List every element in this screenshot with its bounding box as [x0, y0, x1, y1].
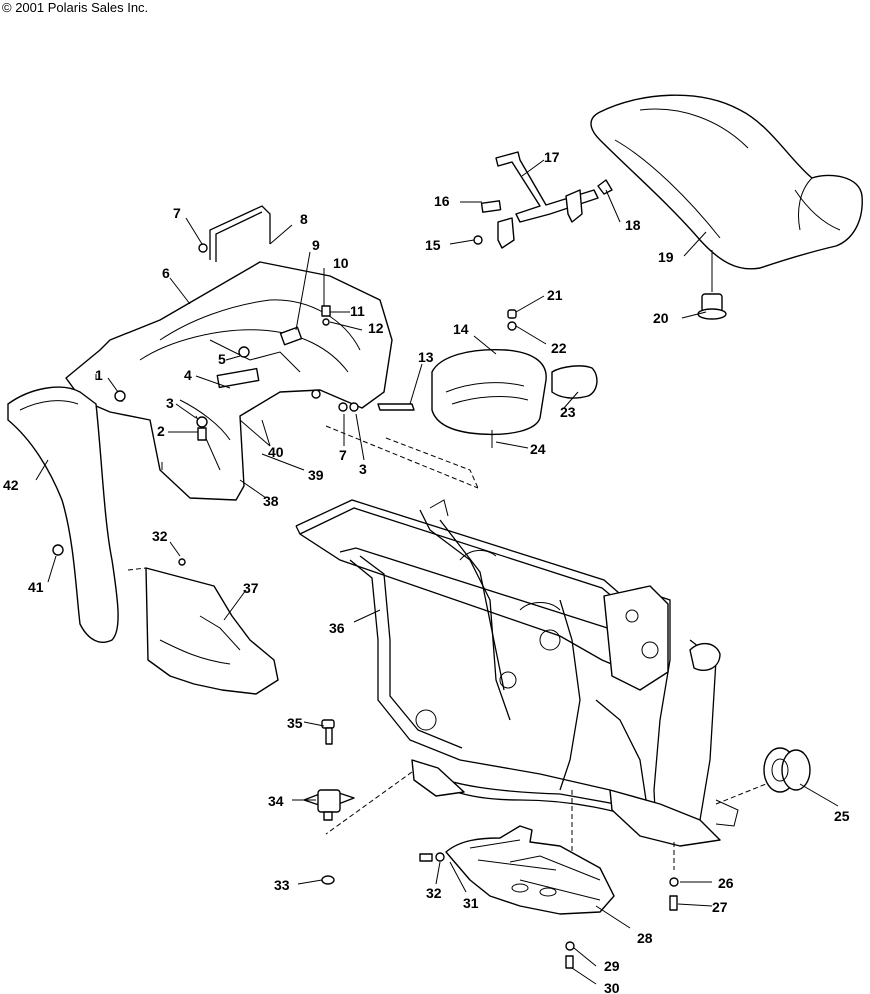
fastener-part	[178, 558, 186, 566]
callout-35: 35	[287, 715, 303, 731]
callout-10: 10	[333, 255, 349, 271]
callout-5: 5	[218, 351, 226, 367]
callout-15: 15	[425, 237, 441, 253]
callout-labels: 1 2 3 3 4 5 6 7 7 8 9 10 11 12 13 14 15 …	[3, 149, 850, 994]
splash-panel-part	[127, 567, 279, 695]
callout-14: 14	[453, 321, 469, 337]
copyright-text: © 2001 Polaris Sales Inc.	[2, 0, 148, 15]
callout-39: 39	[308, 467, 324, 483]
callout-9: 9	[312, 237, 320, 253]
callout-8: 8	[300, 211, 308, 227]
callout-38: 38	[263, 493, 279, 509]
callout-11: 11	[350, 303, 365, 319]
rivet-part	[52, 544, 64, 556]
callout-42: 42	[3, 477, 19, 493]
callout-41: 41	[28, 579, 44, 595]
callout-36: 36	[329, 620, 345, 636]
rubber-bumper-part	[303, 719, 355, 821]
callout-23: 23	[560, 404, 576, 420]
callout-34: 34	[268, 793, 284, 809]
callout-37: 37	[243, 580, 259, 596]
callout-18: 18	[625, 217, 641, 233]
callout-30: 30	[604, 980, 620, 994]
callout-21: 21	[547, 287, 563, 303]
storage-box-part	[431, 309, 598, 448]
callout-17: 17	[544, 149, 560, 165]
rear-fender-part	[65, 261, 393, 501]
callout-24: 24	[530, 441, 546, 457]
callout-32: 32	[426, 885, 442, 901]
callout-26: 26	[718, 875, 734, 891]
rack-rod-part	[198, 205, 271, 262]
callout-1: 1	[95, 367, 103, 383]
hardware-part	[321, 852, 679, 969]
callout-32: 32	[152, 528, 168, 544]
callout-31: 31	[463, 895, 479, 911]
engine-mount-part	[763, 747, 811, 793]
leader-lines	[35, 159, 839, 985]
callout-6: 6	[162, 265, 170, 281]
callout-27: 27	[712, 899, 728, 915]
callout-40: 40	[268, 444, 284, 460]
callout-3: 3	[166, 395, 174, 411]
callout-22: 22	[551, 340, 567, 356]
screw-part	[114, 305, 415, 441]
callout-2: 2	[157, 423, 165, 439]
callout-7: 7	[339, 447, 347, 463]
callout-4: 4	[184, 367, 192, 383]
mud-flap-part	[7, 386, 119, 643]
seat-latch-part	[473, 151, 613, 249]
main-frame-part	[295, 499, 739, 847]
seat-part	[590, 94, 863, 270]
callout-13: 13	[418, 349, 434, 365]
callout-28: 28	[637, 930, 653, 946]
callout-33: 33	[274, 877, 290, 893]
callout-19: 19	[658, 249, 674, 265]
callout-20: 20	[653, 310, 669, 326]
callout-29: 29	[604, 958, 620, 974]
callout-7: 7	[173, 205, 181, 221]
seat-bumper-part	[697, 293, 727, 320]
callout-12: 12	[368, 320, 384, 336]
callout-25: 25	[834, 808, 850, 824]
callout-3: 3	[359, 461, 367, 477]
skid-plate-part	[445, 825, 615, 915]
callout-16: 16	[434, 193, 450, 209]
